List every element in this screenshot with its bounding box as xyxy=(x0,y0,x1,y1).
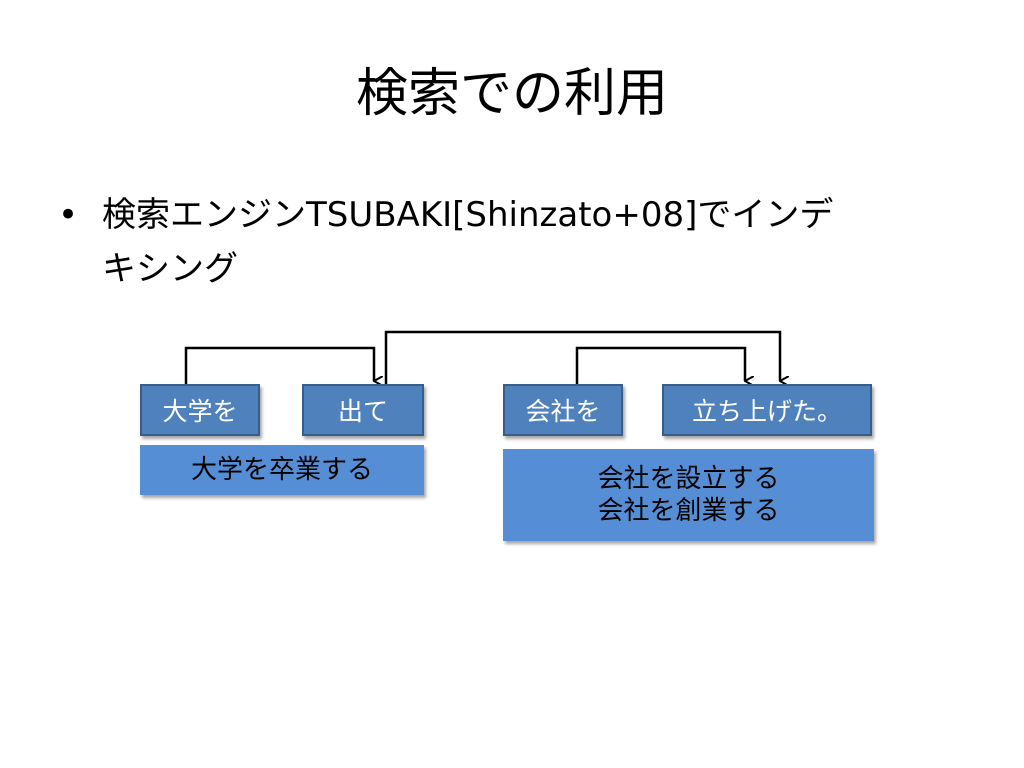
paraphrase-box-right: 会社を設立する 会社を創業する xyxy=(503,449,874,541)
bullet-icon: • xyxy=(58,195,79,235)
chunk-dete: 出て xyxy=(302,384,424,436)
arrow-dete-to-tachiageta xyxy=(384,330,780,384)
arrow-daigaku-to-dete xyxy=(184,346,374,384)
paraphrase-right-line-1: 会社を設立する xyxy=(597,464,780,494)
paraphrase-right-line-2: 会社を創業する xyxy=(597,496,780,526)
chunk-tachiageta: 立ち上げた。 xyxy=(662,384,872,436)
arrow-kaisha-to-tachiageta xyxy=(575,346,745,384)
bullet-line-1: 検索エンジンTSUBAKI[Shinzato+08]でインデ xyxy=(102,195,834,235)
bullet-text: 検索エンジンTSUBAKI[Shinzato+08]でインデ キシング xyxy=(102,188,942,296)
slide-title: 検索での利用 xyxy=(355,64,668,124)
chunk-kaisha-wo: 会社を xyxy=(503,384,623,436)
bullet-line-2: キシング xyxy=(102,249,238,289)
paraphrase-box-left: 大学を卒業する xyxy=(140,445,424,495)
chunk-daigaku-wo: 大学を xyxy=(140,384,260,436)
